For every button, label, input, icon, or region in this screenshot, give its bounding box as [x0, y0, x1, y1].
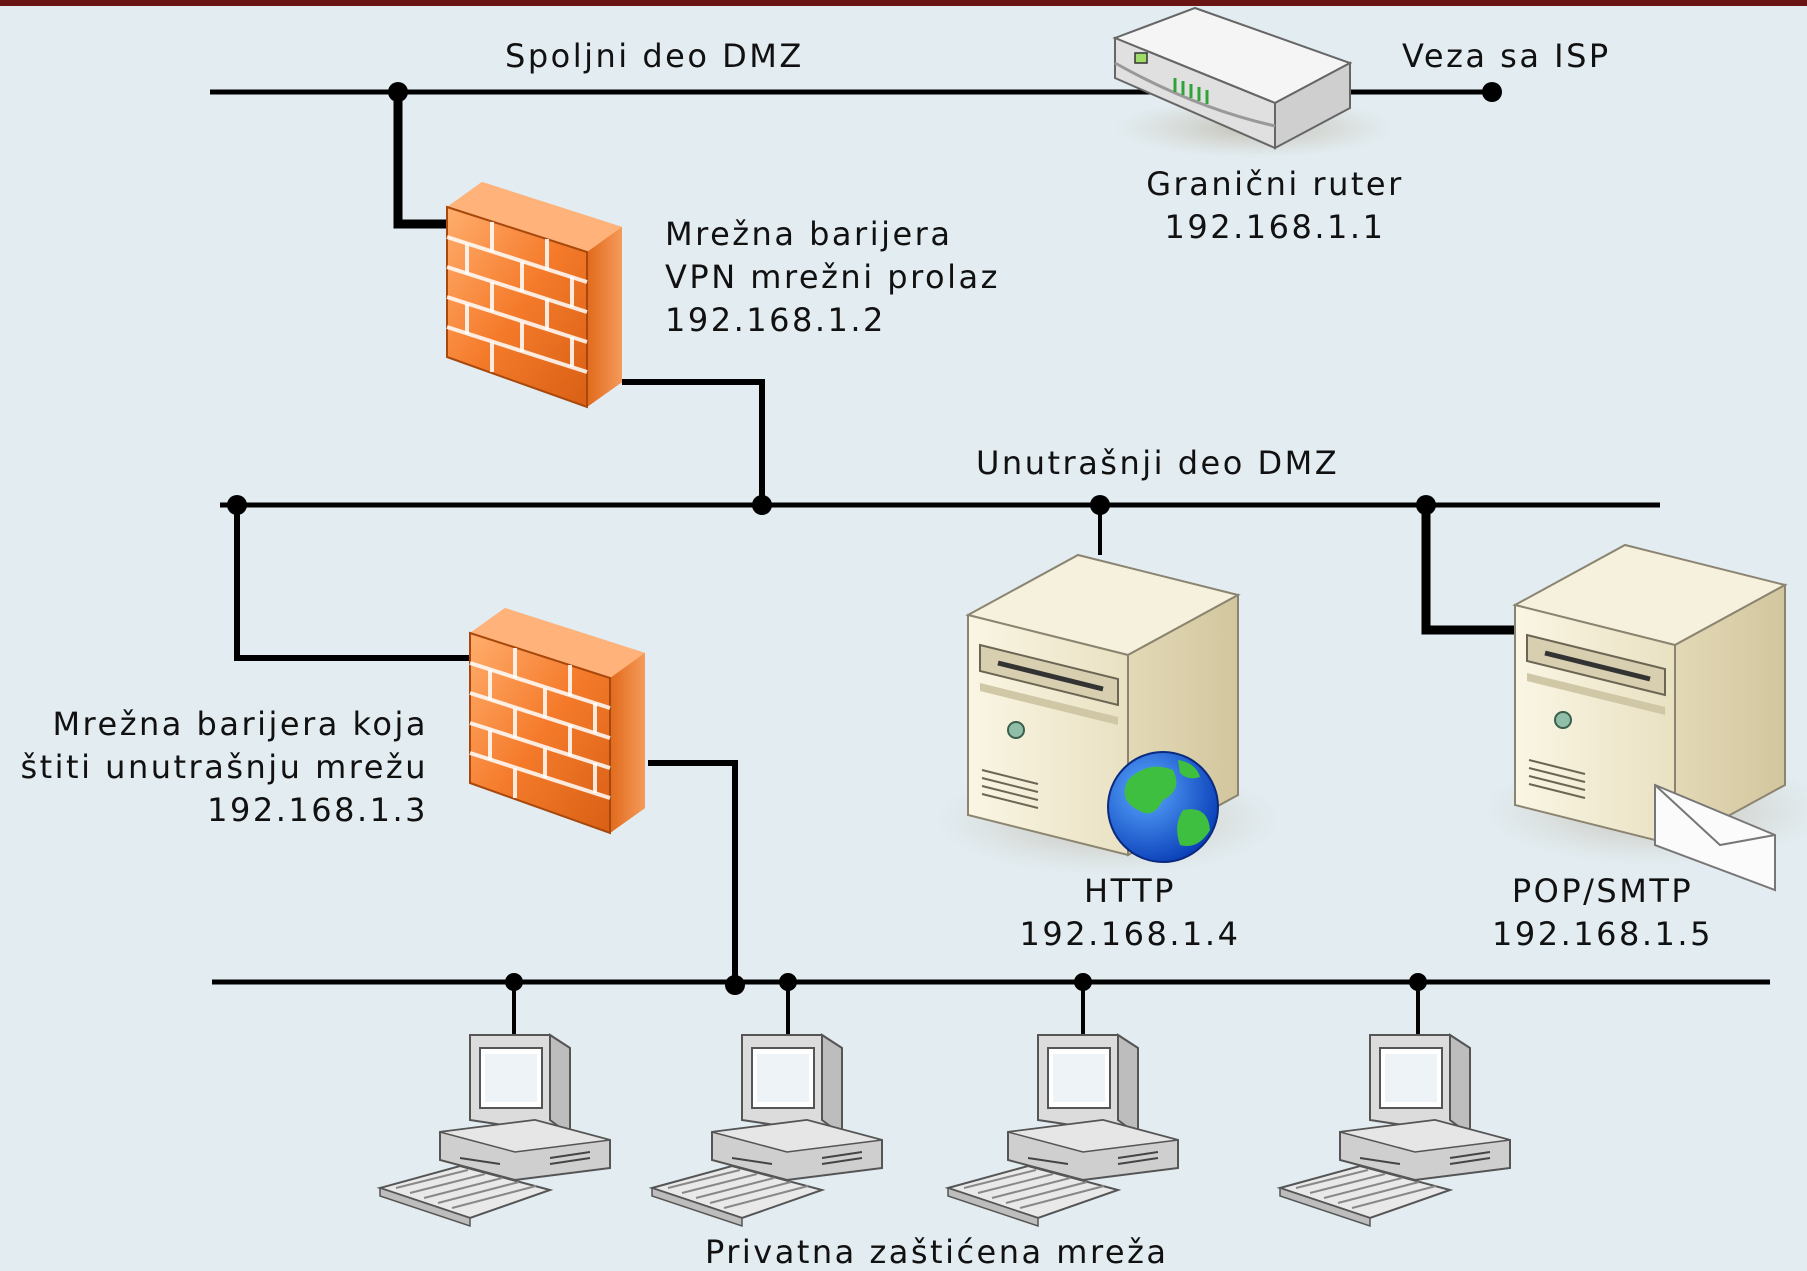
- vpn-firewall-ip: 192.168.1.2: [665, 301, 886, 339]
- mail-server-label: POP/SMTP 192.168.1.5: [1450, 870, 1755, 956]
- outer-dmz-label: Spoljni deo DMZ: [505, 37, 804, 75]
- workstation-icon: [947, 1034, 1179, 1227]
- internal-firewall-name-2: štiti unutrašnju mrežu: [20, 748, 428, 786]
- mail-server-icon: [1485, 545, 1807, 892]
- int-fw-dmz-link: [234, 505, 475, 661]
- http-server-name: HTTP: [1084, 872, 1176, 910]
- workstation-icon: [1279, 1034, 1511, 1227]
- http-server-label: HTTP 192.168.1.4: [980, 870, 1280, 956]
- internal-firewall-icon: [468, 606, 647, 835]
- mail-server-ip: 192.168.1.5: [1492, 915, 1713, 953]
- internal-firewall-label: Mrežna barijera koja štiti unutrašnju mr…: [0, 703, 428, 832]
- isp-link-label: Veza sa ISP: [1402, 37, 1611, 75]
- globe-icon: [1107, 751, 1219, 863]
- envelope-icon: [1654, 783, 1776, 892]
- border-router-label: Granični ruter 192.168.1.1: [1105, 163, 1445, 249]
- mail-drop: [1421, 505, 1520, 635]
- vpn-fw-inner-link: [622, 379, 765, 505]
- router-icon: [1112, 6, 1395, 158]
- internal-firewall-name-1: Mrežna barijera koja: [52, 705, 428, 743]
- isp-endpoint: [1482, 82, 1502, 102]
- vpn-firewall-label: Mrežna barijera VPN mrežni prolaz 192.16…: [665, 213, 1000, 342]
- border-router-ip: 192.168.1.1: [1164, 208, 1386, 246]
- vpn-firewall-icon: [445, 180, 624, 409]
- internal-firewall-ip: 192.168.1.3: [207, 791, 428, 829]
- top-band: [0, 0, 1807, 6]
- vpn-firewall-name-2: VPN mrežni prolaz: [665, 258, 1000, 296]
- mail-server-name: POP/SMTP: [1511, 872, 1694, 910]
- int-fw-lan-link: [648, 760, 738, 985]
- http-server-ip: 192.168.1.4: [1019, 915, 1241, 953]
- vpn-firewall-name-1: Mrežna barijera: [665, 215, 953, 253]
- private-net-label: Privatna zaštićena mreža: [705, 1233, 1169, 1271]
- vpn-fw-outer-link: [393, 92, 450, 229]
- workstation-icon: [379, 1034, 611, 1227]
- workstation-icon: [651, 1034, 883, 1227]
- junction-dots: [227, 82, 1502, 995]
- http-server-icon: [938, 555, 1278, 875]
- inner-dmz-label: Unutrašnji deo DMZ: [976, 444, 1340, 482]
- border-router-name: Granični ruter: [1146, 165, 1404, 203]
